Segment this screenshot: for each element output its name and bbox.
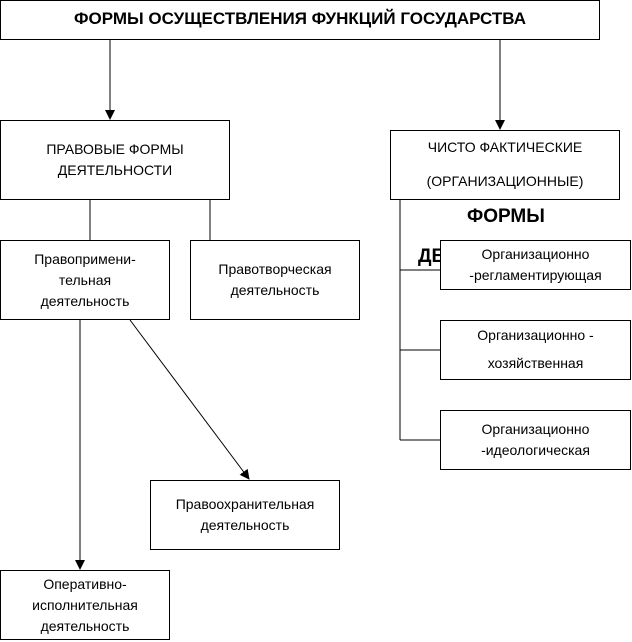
operational-line3: деятельность [40,617,130,634]
org-regulating-line1: Организационно [481,246,590,262]
org-economic-box: Организационно - хозяйственная [440,320,631,380]
factual-forms-overflow-line1: ФОРМЫ [467,206,545,227]
law-making-line1: Правотворческая [218,261,332,277]
factual-forms-overflow-line2: ДЕ [418,246,445,267]
legal-forms-line2: ДЕЯТЕЛЬНОСТИ [57,162,173,178]
law-making-line2: деятельность [230,282,320,298]
org-ideological-box: Организационно -идеологическая [440,410,631,470]
factual-forms-line2: (ОРГАНИЗАЦИОННЫЕ) [426,173,584,189]
law-application-line3: деятельность [40,292,130,309]
title-box: ФОРМЫ ОСУЩЕСТВЛЕНИЯ ФУНКЦИЙ ГОСУДАРСТВА [0,0,600,40]
factual-forms-line1: ЧИСТО ФАКТИЧЕСКИЕ [427,139,583,156]
org-regulating-line2: -регламентирующая [469,267,602,283]
org-economic-line1: Организационно - [477,327,594,344]
legal-forms-box: ПРАВОВЫЕ ФОРМЫ ДЕЯТЕЛЬНОСТИ [0,120,230,200]
law-enforcement-box: Правоохранительная деятельность [150,480,340,550]
org-ideological-line1: Организационно [481,421,590,437]
arrow-application-to-enforcement [129,319,250,480]
org-regulating-box: Организационно -регламентирующая [440,240,631,290]
title-text: ФОРМЫ ОСУЩЕСТВЛЕНИЯ ФУНКЦИЙ ГОСУДАРСТВА [73,9,526,28]
legal-forms-line1: ПРАВОВЫЕ ФОРМЫ [46,141,184,157]
law-application-line1: Правопримени- [34,250,136,267]
law-making-box: Правотворческая деятельность [190,240,360,320]
operational-line2: исполнительная [32,596,138,613]
factual-forms-box: ЧИСТО ФАКТИЧЕСКИЕ (ОРГАНИЗАЦИОННЫЕ) [390,130,620,200]
org-ideological-line2: -идеологическая [481,442,590,458]
org-economic-line2: хозяйственная [487,355,584,371]
law-application-box: Правопримени- тельная деятельность [0,240,170,320]
law-enforcement-line1: Правоохранительная [175,496,315,512]
law-application-line2: тельная [58,271,112,288]
law-enforcement-line2: деятельность [200,517,290,533]
operational-line1: Оперативно- [43,575,127,592]
operational-box: Оперативно- исполнительная деятельность [0,570,170,640]
